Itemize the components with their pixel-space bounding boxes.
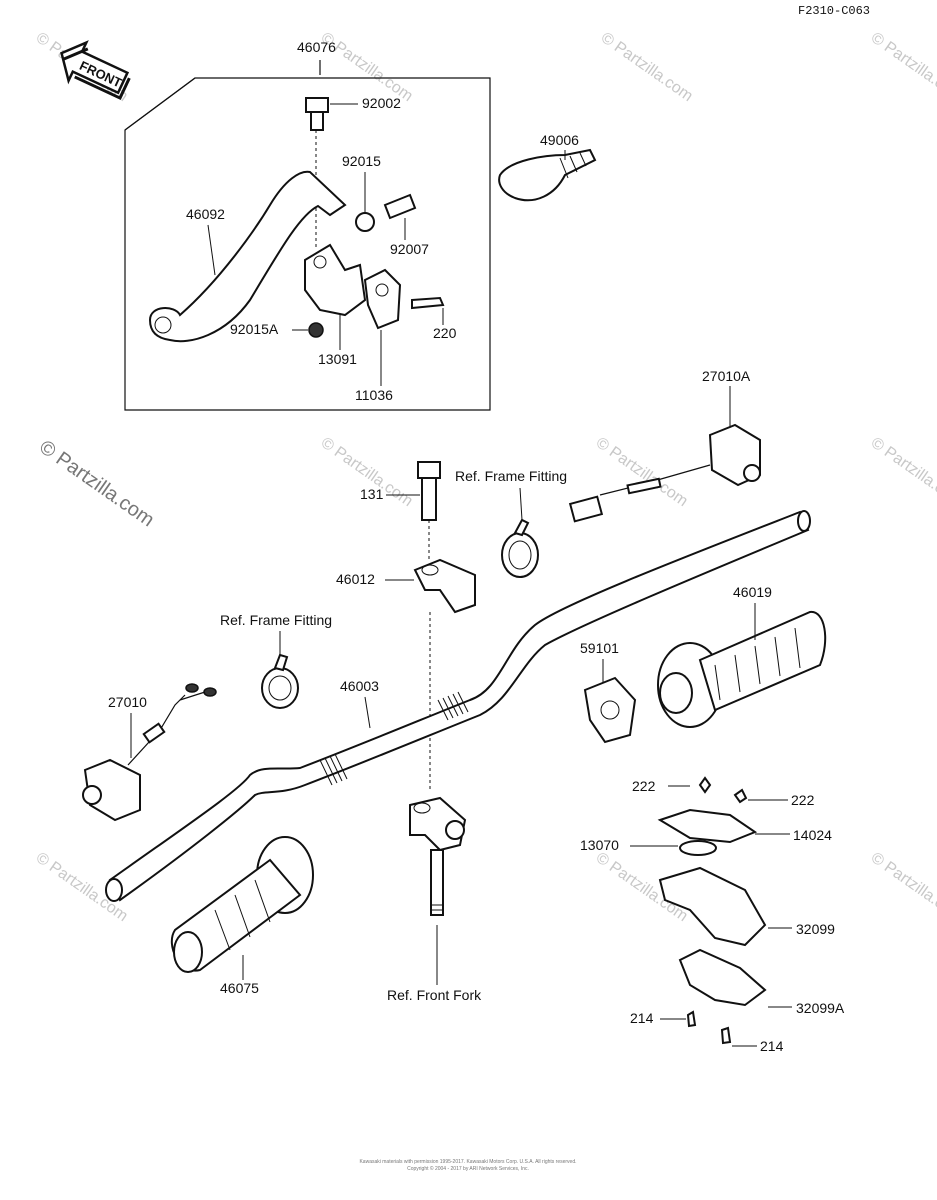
lever-assembly-labels: 46076 92002 92015 92007 46092 92015A 130… bbox=[186, 39, 457, 403]
watermark: © Partzilla.com bbox=[868, 849, 937, 925]
grip-46075: 46075 bbox=[170, 836, 314, 996]
label-222-left: 222 bbox=[632, 778, 656, 794]
watermark: © Partzilla.com bbox=[593, 434, 691, 510]
holder-46012: 46012 bbox=[336, 558, 476, 790]
label-92007: 92007 bbox=[390, 241, 429, 257]
label-92015: 92015 bbox=[342, 153, 381, 169]
footer-line-2: Copyright © 2004 - 2017 by ARI Network S… bbox=[407, 1165, 529, 1172]
adjuster-92007 bbox=[383, 193, 417, 220]
footer-line-1: Kawasaki materials with permission 1995-… bbox=[359, 1159, 576, 1165]
label-46092: 46092 bbox=[186, 206, 225, 222]
nut-92015 bbox=[355, 212, 375, 232]
switch-27010A: 27010A bbox=[568, 368, 761, 523]
boot-49006: 49006 bbox=[498, 132, 597, 202]
label-46019: 46019 bbox=[733, 584, 772, 600]
label-49006: 49006 bbox=[540, 132, 579, 148]
frame-fitting-right: Ref. Frame Fitting bbox=[455, 468, 567, 578]
label-92015A: 92015A bbox=[230, 321, 279, 337]
frame-fitting-left: Ref. Frame Fitting bbox=[220, 612, 332, 709]
label-11036: 11036 bbox=[355, 387, 393, 403]
throttle-assembly: 222 222 14024 13070 32099 32099A 214 214 bbox=[580, 776, 845, 1054]
lever-assembly-frame bbox=[124, 60, 491, 411]
label-ref-frame-fitting-1: Ref. Frame Fitting bbox=[455, 468, 567, 484]
label-59101: 59101 bbox=[580, 640, 619, 656]
lower-holder: Ref. Front Fork bbox=[387, 796, 482, 1003]
label-32099: 32099 bbox=[796, 921, 835, 937]
watermark: © Partzilla.com bbox=[868, 434, 937, 510]
handlebar-46003: 46003 bbox=[105, 510, 811, 902]
label-46076: 46076 bbox=[297, 39, 336, 55]
label-13070: 13070 bbox=[580, 837, 619, 853]
label-131: 131 bbox=[360, 486, 384, 502]
bolt-131: 131 bbox=[360, 461, 441, 560]
clamp-11036 bbox=[363, 268, 402, 330]
label-27010A: 27010A bbox=[702, 368, 751, 384]
watermark: © Partzilla.com bbox=[598, 29, 696, 105]
label-46003: 46003 bbox=[340, 678, 379, 694]
perch-13091 bbox=[304, 243, 367, 338]
watermark: © Partzilla.com bbox=[35, 436, 158, 531]
label-214-right: 214 bbox=[760, 1038, 784, 1054]
label-46012: 46012 bbox=[336, 571, 375, 587]
label-214-left: 214 bbox=[630, 1010, 654, 1026]
figure-code: F2310-C063 bbox=[798, 4, 870, 18]
part-59101: 59101 bbox=[580, 640, 637, 744]
switch-27010: 27010 bbox=[82, 683, 217, 822]
label-ref-frame-fitting-2: Ref. Frame Fitting bbox=[220, 612, 332, 628]
lever-46092 bbox=[148, 170, 347, 343]
label-222-right: 222 bbox=[791, 792, 815, 808]
label-92002: 92002 bbox=[362, 95, 401, 111]
grip-46019: 46019 bbox=[657, 584, 827, 728]
label-13091: 13091 bbox=[318, 351, 357, 367]
label-220: 220 bbox=[433, 325, 457, 341]
label-27010: 27010 bbox=[108, 694, 147, 710]
label-32099A: 32099A bbox=[796, 1000, 845, 1016]
label-14024: 14024 bbox=[793, 827, 832, 843]
watermark: © Partzilla.com bbox=[868, 29, 937, 105]
label-ref-front-fork: Ref. Front Fork bbox=[387, 987, 482, 1003]
label-46075: 46075 bbox=[220, 980, 259, 996]
bolt-220 bbox=[411, 296, 445, 310]
footer: Kawasaki materials with permission 1995-… bbox=[359, 1159, 576, 1172]
